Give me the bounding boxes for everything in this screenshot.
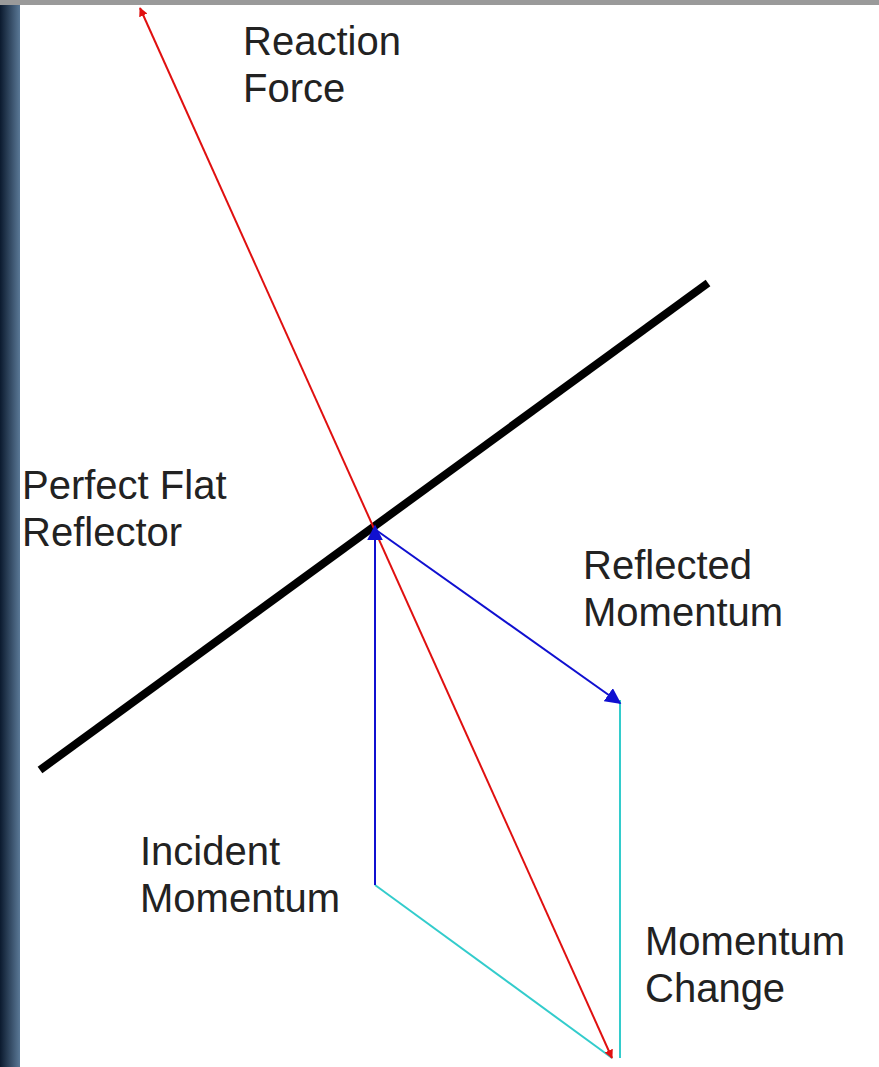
cyan-construction-line [375, 885, 612, 1058]
momentum-label: Momentum Change [645, 918, 845, 1012]
cyan-construction-line [619, 700, 621, 1058]
reflector-label: Perfect Flat Reflector [22, 462, 272, 556]
force-label: Reaction Force [243, 18, 401, 112]
space-photo-strip [0, 0, 20, 1067]
reaction-force-vector [140, 8, 612, 1058]
incident-momentum-vector [374, 526, 376, 885]
momentum-label: Incident Momentum [140, 828, 340, 922]
momentum-label: Reflected Momentum [583, 542, 783, 636]
top-border-band [0, 0, 879, 5]
